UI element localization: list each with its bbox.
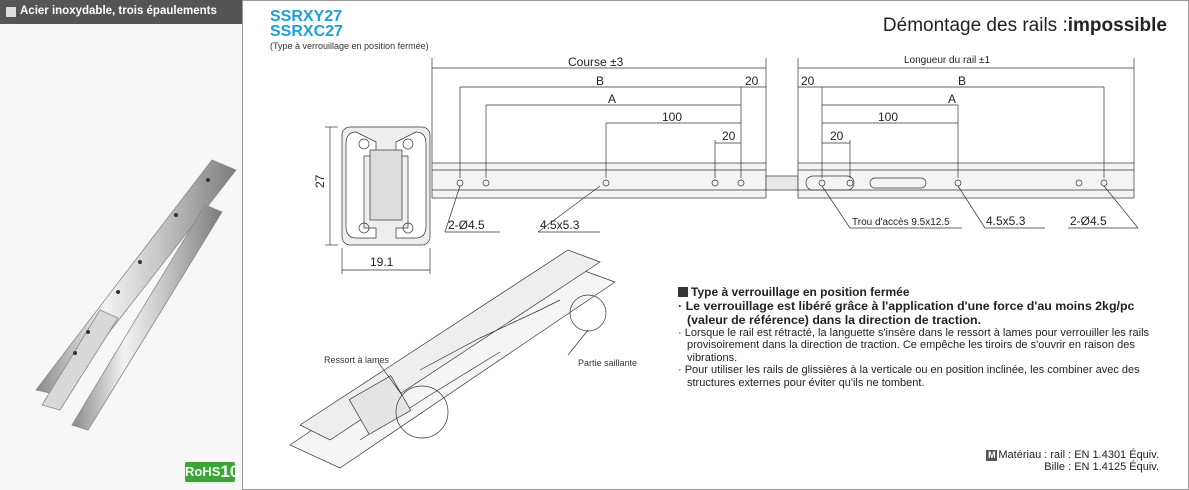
dim-a-left: A	[608, 92, 616, 106]
info-heading: Type à verrouillage en position fermée	[678, 286, 1166, 299]
product-photo-panel: Acier inoxydable, trois épaulements RoHS…	[0, 0, 243, 490]
dim-20-right-end: 20	[801, 74, 815, 88]
material-header-text: Acier inoxydable, trois épaulements	[20, 5, 217, 17]
material-icon: M	[986, 450, 998, 461]
access-hole-label: Trou d'accès 9.5x12.5	[852, 217, 950, 228]
model-subtitle: (Type à verrouillage en position fermée)	[270, 41, 429, 51]
hole-label-right: 2-Ø4.5	[1070, 214, 1107, 228]
info-bullet-3: · Pour utiliser les rails de glissières …	[678, 364, 1140, 389]
material-rail: Matériau : rail : EN 1.4301 Équiv.	[998, 449, 1159, 461]
dim-20-left-end: 20	[745, 74, 759, 88]
heading-square-icon	[678, 287, 688, 297]
material-ball: Bille : EN 1.4125 Équiv.	[1044, 461, 1159, 473]
dim-b-left: B	[596, 74, 604, 88]
course-label: Course ±3	[568, 55, 624, 69]
dim-b-right: B	[958, 74, 966, 88]
disassembly-note: Démontage des rails :impossible	[882, 15, 1167, 36]
width-dim: 19.1	[370, 255, 394, 269]
height-dim: 27	[313, 174, 327, 188]
material-header: Acier inoxydable, trois épaulements	[0, 0, 242, 24]
protrusion-label: Partie saillante	[578, 358, 638, 368]
slot-label-right: 4.5x5.3	[986, 214, 1026, 228]
dim-20-left: 20	[722, 129, 736, 143]
info-bullet-2: · Lorsque le rail est rétracté, la langu…	[678, 326, 1150, 364]
rail-length-label: Longueur du rail ±1	[904, 55, 991, 66]
dim-a-right: A	[948, 92, 956, 106]
lock-type-info: Type à verrouillage en position fermée ·…	[678, 286, 1166, 389]
slide-rail-photo	[35, 159, 237, 431]
dim-20-right: 20	[830, 129, 844, 143]
dim-100-right: 100	[878, 110, 898, 124]
hole-label-left: 2-Ø4.5	[448, 218, 485, 232]
info-bullet-1: · Le verrouillage est libéré grâce à l'a…	[678, 298, 1135, 327]
model-number-1: SSRXY27	[270, 8, 343, 25]
rohs-badge: RoHS10	[185, 462, 240, 482]
header-square-icon	[6, 7, 16, 17]
dim-100-left: 100	[662, 110, 682, 124]
model-number-2: SSRXC27	[270, 23, 343, 40]
slot-label-left: 4.5x5.3	[540, 218, 580, 232]
leaf-spring-label: Ressort à lames	[324, 355, 390, 365]
